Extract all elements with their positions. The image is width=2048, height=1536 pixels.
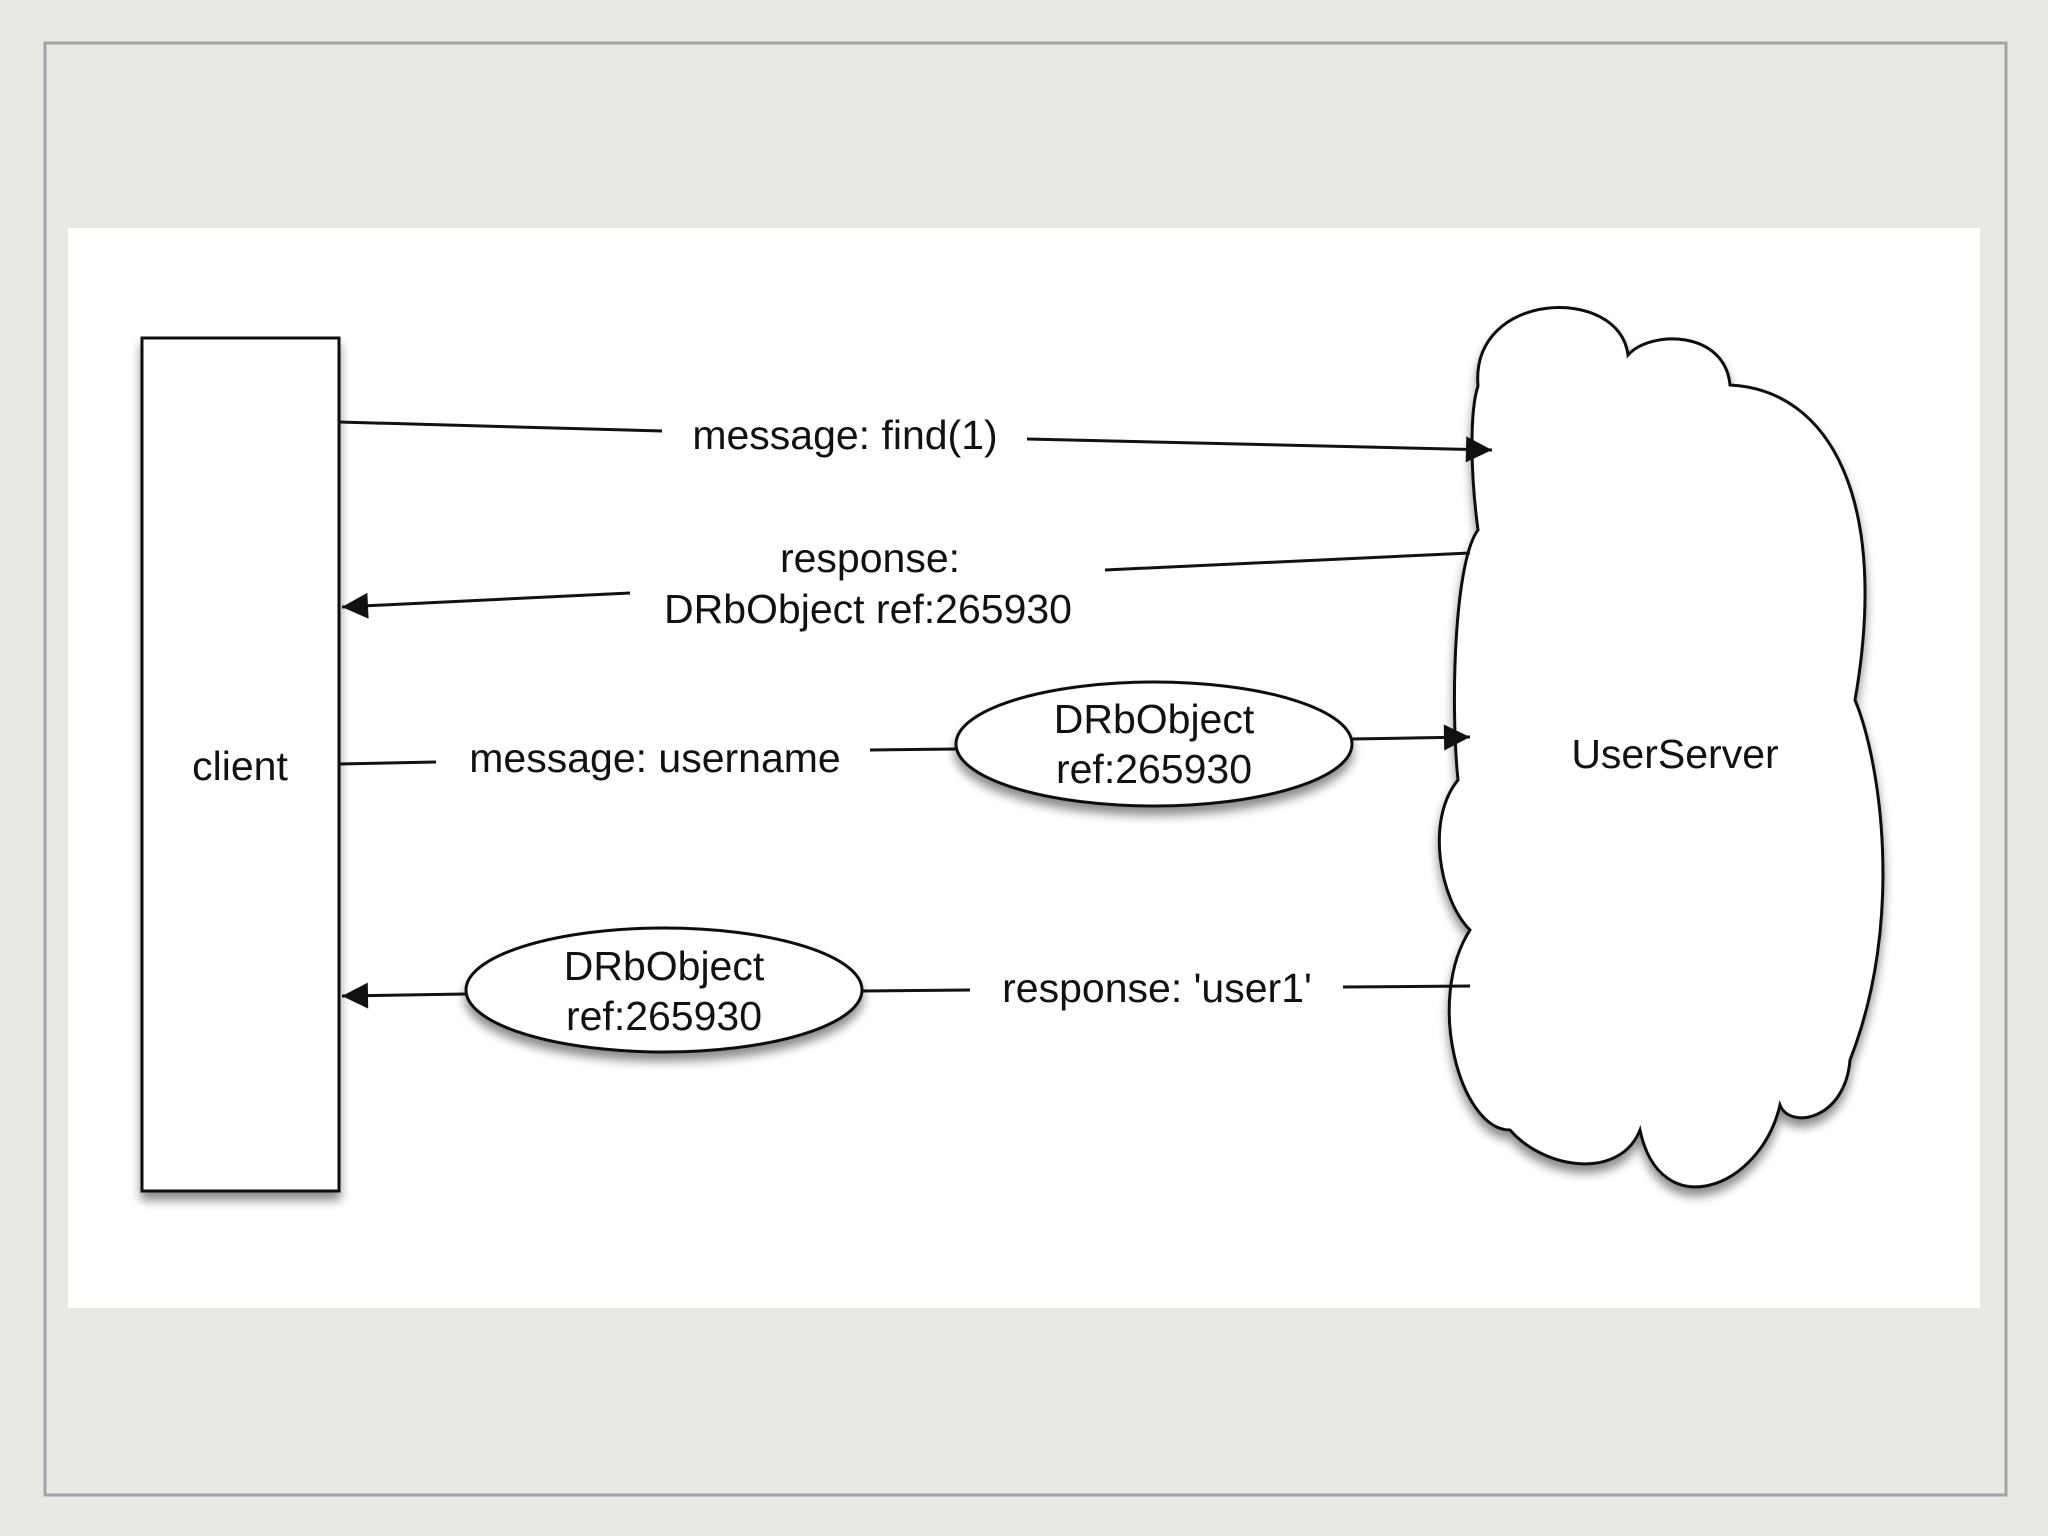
username-arrow-left-segment (338, 760, 437, 766)
slide-frame (43, 41, 2008, 1497)
user1-arrow-right-segment (1342, 984, 1471, 989)
client-box (140, 336, 341, 1193)
drbobject-token-returned (464, 926, 864, 1054)
userserver-cloud (1437, 306, 1885, 1189)
token-returned-line2: ref:265930 (566, 993, 762, 1039)
client-label: client (192, 743, 288, 789)
response-user-label: response: 'user1' (1002, 965, 1312, 1011)
username-arrow-right-segment (1351, 724, 1471, 751)
find-arrow-left-segment (338, 420, 663, 433)
response-label-line1: response: (780, 535, 960, 581)
token-outgoing-line1: DRbObject (1054, 696, 1255, 742)
drbobject-token-outgoing (954, 680, 1354, 808)
response-arrow-right-segment (1104, 551, 1471, 572)
find-arrow-right-segment (1026, 436, 1493, 463)
message-username-label: message: username (469, 735, 840, 781)
token-returned-line1: DRbObject (564, 943, 765, 989)
user1-arrow-left-segment (341, 982, 467, 1009)
response-label-line2: DRbObject ref:265930 (664, 586, 1072, 632)
token-outgoing-line2: ref:265930 (1056, 746, 1252, 792)
userserver-label: UserServer (1571, 731, 1778, 777)
username-arrow-mid-segment (869, 747, 958, 752)
message-find-label: message: find(1) (692, 412, 997, 458)
response-arrow-left-segment (341, 591, 631, 619)
user1-arrow-mid-segment (861, 988, 971, 993)
